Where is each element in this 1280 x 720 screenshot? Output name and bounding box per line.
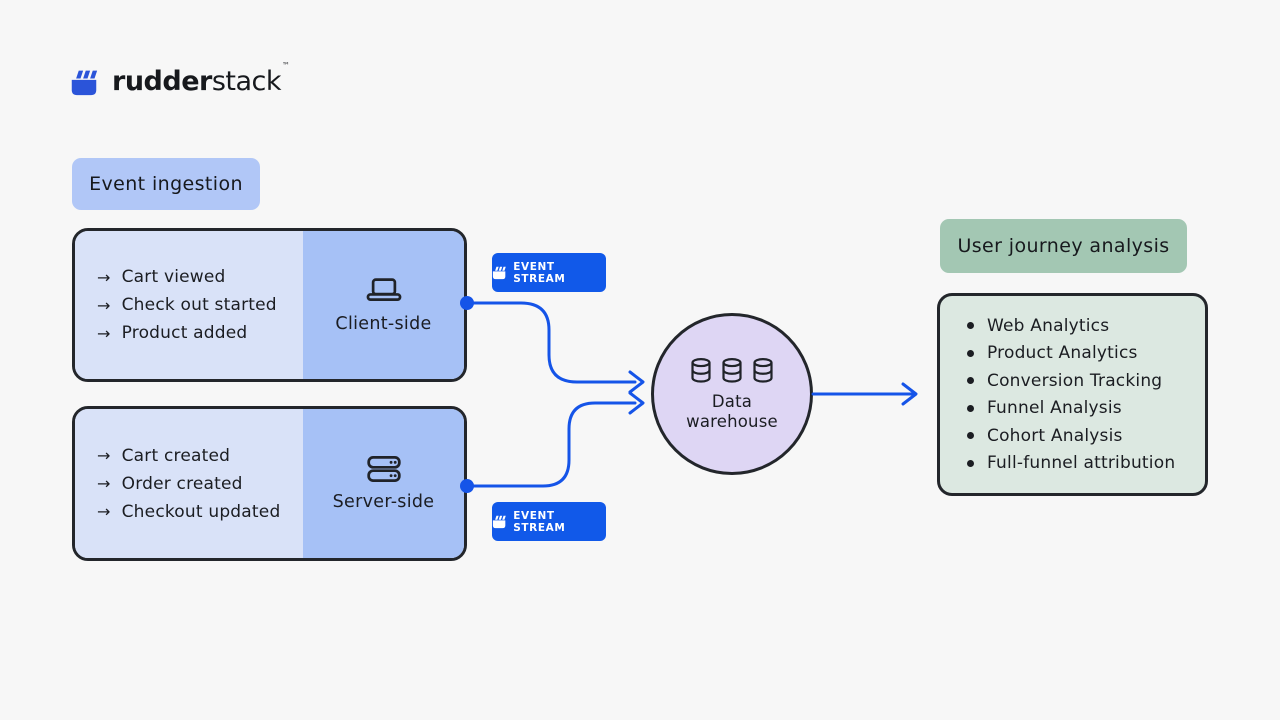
event-item: → Order created xyxy=(97,474,303,494)
database-icon xyxy=(753,357,773,383)
event-item-label: Check out started xyxy=(121,295,277,315)
server-icon xyxy=(366,456,401,482)
arrowhead-icon xyxy=(901,382,918,406)
database-icon xyxy=(691,357,711,383)
event-stream-badge-label: EVENT STREAM xyxy=(513,509,566,534)
analysis-item-label: Full-funnel attribution xyxy=(987,453,1176,474)
event-ingestion-label: Event ingestion xyxy=(72,158,260,210)
analysis-item: Conversion Tracking xyxy=(967,371,1205,391)
database-icon xyxy=(722,357,742,383)
data-warehouse-label-line2: warehouse xyxy=(686,411,778,431)
server-side-panel-label: Server-side xyxy=(332,492,435,512)
event-stream-badge-server: EVENT STREAM xyxy=(492,502,606,541)
database-icons xyxy=(689,357,775,384)
arrow-right-icon: → xyxy=(97,502,111,521)
user-journey-analysis-label: User journey analysis xyxy=(940,219,1187,273)
event-item: → Product added xyxy=(97,323,303,343)
logo-wordmark-light: stack xyxy=(211,66,282,97)
arrowhead-icon xyxy=(628,391,645,415)
analysis-card: Web Analytics Product Analytics Conversi… xyxy=(937,293,1208,496)
analysis-item: Product Analytics xyxy=(967,343,1205,363)
logo-wordmark-bold: rudder xyxy=(112,66,212,97)
bullet-icon xyxy=(967,349,974,357)
data-warehouse-label-line1: Data xyxy=(711,391,753,411)
analysis-item-label: Funnel Analysis xyxy=(987,398,1122,419)
analysis-item: Funnel Analysis xyxy=(967,398,1205,418)
data-warehouse-label: Data warehouse xyxy=(686,392,778,432)
event-item: → Cart created xyxy=(97,446,303,466)
rudderstack-logo: rudderstack™ xyxy=(70,61,290,97)
server-side-panel: Server-side xyxy=(303,409,464,558)
event-item-label: Checkout updated xyxy=(121,501,281,522)
client-side-panel-label: Client-side xyxy=(335,314,432,334)
bullet-icon xyxy=(967,404,974,412)
server-events-list: → Cart created → Order created → Checkou… xyxy=(75,409,303,558)
analysis-item-label: Web Analytics xyxy=(987,315,1110,336)
server-to-warehouse-connector xyxy=(465,401,637,488)
client-events-list: → Cart viewed → Check out started → Prod… xyxy=(75,231,303,379)
laptop-icon xyxy=(366,278,401,301)
event-item: → Check out started xyxy=(97,295,303,315)
event-stream-badge-client: EVENT STREAM xyxy=(492,253,606,292)
server-side-card: → Cart created → Order created → Checkou… xyxy=(72,406,467,561)
bullet-icon xyxy=(967,459,974,467)
rudderstack-logo-icon xyxy=(71,70,98,95)
event-item-label: Product added xyxy=(121,323,248,343)
analysis-item: Full-funnel attribution xyxy=(967,453,1205,473)
rudderstack-badge-icon xyxy=(492,515,506,529)
arrow-right-icon: → xyxy=(97,446,111,465)
client-side-panel: Client-side xyxy=(303,231,464,379)
bullet-icon xyxy=(967,432,974,440)
analysis-item-label: Cohort Analysis xyxy=(987,425,1123,446)
arrow-right-icon: → xyxy=(97,474,111,493)
event-item-label: Order created xyxy=(121,473,243,494)
event-item: → Cart viewed xyxy=(97,267,303,287)
trademark-symbol: ™ xyxy=(282,61,290,70)
bullet-icon xyxy=(967,377,974,385)
analysis-item-label: Conversion Tracking xyxy=(987,370,1163,391)
event-stream-badge-label: EVENT STREAM xyxy=(513,260,566,285)
analysis-item-label: Product Analytics xyxy=(987,343,1138,364)
analysis-item: Web Analytics xyxy=(967,316,1205,336)
rudderstack-badge-icon xyxy=(492,266,506,280)
arrowhead-icon xyxy=(628,370,645,394)
event-item-label: Cart created xyxy=(121,445,231,466)
client-to-warehouse-connector xyxy=(465,301,637,384)
logo-wordmark: rudderstack™ xyxy=(112,61,290,97)
event-item-label: Cart viewed xyxy=(121,267,226,287)
analysis-item: Cohort Analysis xyxy=(967,426,1205,446)
arrow-right-icon: → xyxy=(97,323,111,343)
arrow-right-icon: → xyxy=(97,295,111,315)
arrow-right-icon: → xyxy=(97,267,111,287)
client-side-card: → Cart viewed → Check out started → Prod… xyxy=(72,228,467,382)
data-warehouse-node: Data warehouse xyxy=(651,313,813,475)
event-item: → Checkout updated xyxy=(97,502,303,522)
bullet-icon xyxy=(967,322,974,330)
